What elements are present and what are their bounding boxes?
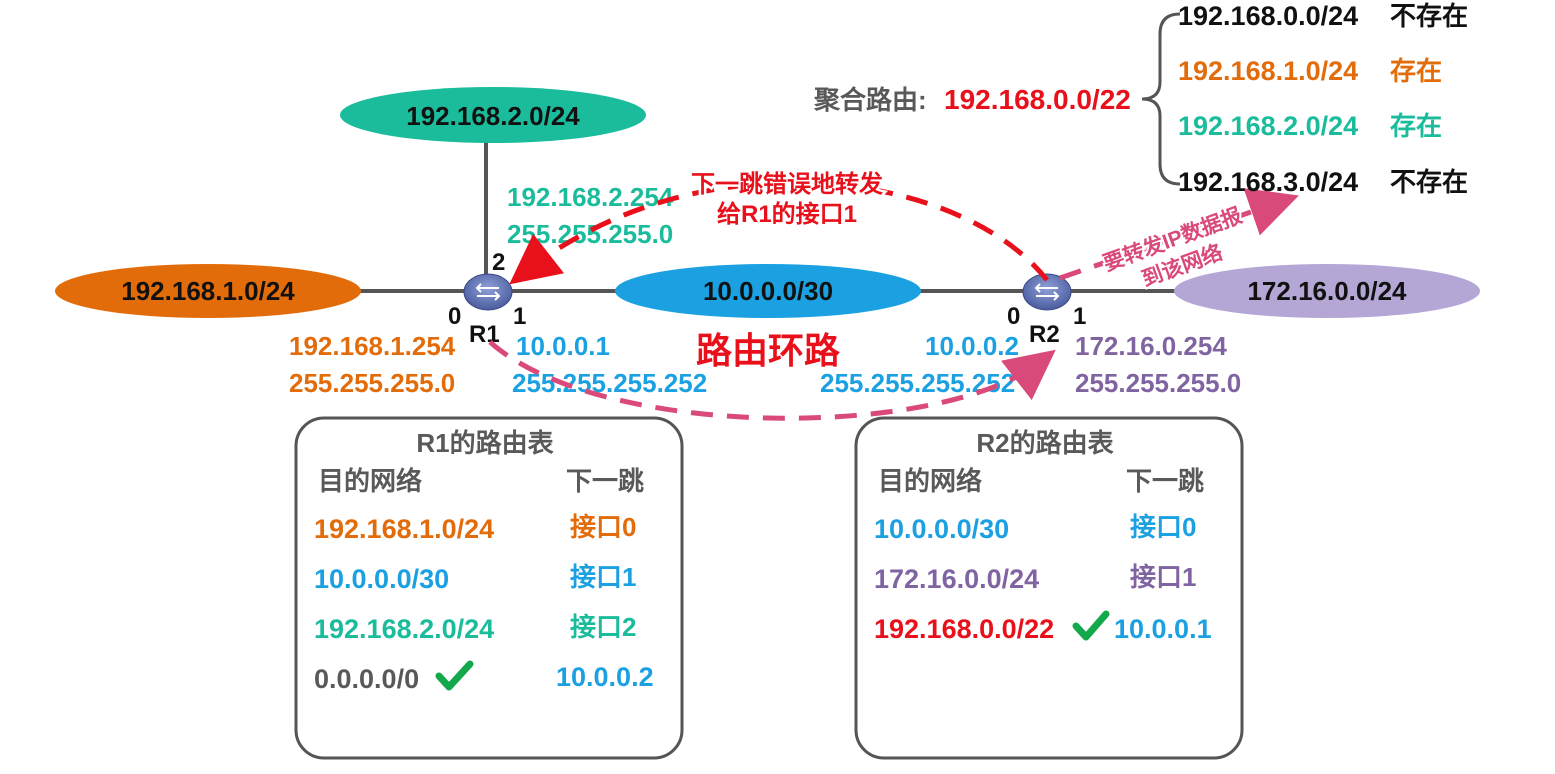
router-icon	[463, 273, 513, 311]
r2-port1: 1	[1073, 303, 1086, 330]
r2-if0-mask: 255.255.255.252	[820, 368, 1015, 398]
r1-if0-ip: 192.168.1.254	[289, 331, 456, 361]
network-192-168-1	[55, 264, 361, 318]
r1-row-0-dest: 192.168.1.0/24	[314, 514, 494, 544]
r1-if1-mask: 255.255.255.252	[512, 368, 707, 398]
r2-if0-ip: 10.0.0.2	[925, 331, 1019, 361]
forward-to-network-arrow	[1059, 188, 1299, 281]
r1-row-2-next: 接口2	[570, 612, 636, 642]
r2-row-1-dest: 172.16.0.0/24	[874, 564, 1039, 594]
r2-port0: 0	[1007, 303, 1020, 330]
agg-item-2-status: 存在	[1390, 111, 1442, 141]
r1-if1-ip: 10.0.0.1	[516, 331, 610, 361]
r2-routing-table: R2的路由表 目的网络 下一跳 10.0.0.0/30 接口0 172.16.0…	[854, 416, 1244, 760]
r2-if1-mask: 255.255.255.0	[1075, 368, 1241, 398]
r1-row-0-next: 接口0	[570, 512, 636, 542]
r1-table-title: R1的路由表	[416, 428, 554, 458]
router-icon	[1022, 273, 1072, 311]
wrong-forward-note-line1: 下一跳错误地转发	[691, 170, 883, 198]
r1-table-col-dest: 目的网络	[318, 466, 422, 496]
network-10-0-0-0	[615, 264, 921, 318]
agg-item-0-status: 不存在	[1390, 1, 1468, 31]
r2-row-1-next: 接口1	[1130, 562, 1196, 592]
checkmark-icon	[1072, 610, 1110, 641]
checkmark-icon	[435, 660, 474, 691]
r1-routing-table: R1的路由表 目的网络 下一跳 192.168.1.0/24 接口0 10.0.…	[294, 416, 684, 760]
r1-row-1-next: 接口1	[570, 562, 636, 592]
curly-brace-icon	[1141, 12, 1181, 186]
r2-if1-ip: 172.16.0.254	[1075, 331, 1227, 361]
r1-table-col-next: 下一跳	[566, 466, 644, 496]
aggregation-label: 聚合路由:	[813, 85, 927, 115]
routing-loop-arrow	[488, 340, 1056, 421]
network-192-168-1-label: 192.168.1.0/24	[121, 276, 295, 306]
r1-row-3-dest: 0.0.0.0/0	[314, 664, 419, 694]
r1-if0-mask: 255.255.255.0	[289, 368, 455, 398]
agg-item-1-status: 存在	[1390, 56, 1442, 86]
network-172-16-0-label: 172.16.0.0/24	[1247, 276, 1407, 306]
agg-item-3-net: 192.168.3.0/24	[1178, 167, 1358, 197]
agg-item-0-net: 192.168.0.0/24	[1178, 1, 1358, 31]
r2-table-title: R2的路由表	[976, 428, 1114, 458]
agg-item-3-status: 不存在	[1390, 167, 1468, 197]
r1-port0: 0	[448, 303, 461, 330]
network-192-168-2-label: 192.168.2.0/24	[406, 101, 580, 131]
network-172-16-0	[1174, 264, 1480, 318]
aggregation-route: 192.168.0.0/22	[944, 84, 1131, 115]
r2-row-2-next: 10.0.0.1	[1114, 614, 1212, 644]
wrong-forward-arrow	[509, 180, 1049, 285]
r2-row-0-dest: 10.0.0.0/30	[874, 514, 1009, 544]
r2-row-2-dest: 192.168.0.0/22	[874, 614, 1054, 644]
r1-row-2-dest: 192.168.2.0/24	[314, 614, 494, 644]
network-192-168-2	[340, 87, 646, 143]
r2-row-0-next: 接口0	[1130, 512, 1196, 542]
r1-row-3-next: 10.0.0.2	[556, 662, 654, 692]
r1-row-1-dest: 10.0.0.0/30	[314, 564, 449, 594]
r1-port1: 1	[513, 303, 526, 330]
routing-loop-label: 路由环路	[696, 330, 841, 371]
r1-if2-mask: 255.255.255.0	[507, 219, 673, 249]
r2-table-col-next: 下一跳	[1126, 466, 1204, 496]
r2-table-col-dest: 目的网络	[878, 466, 982, 496]
network-10-0-0-0-label: 10.0.0.0/30	[703, 276, 833, 306]
agg-item-2-net: 192.168.2.0/24	[1178, 111, 1358, 141]
wrong-forward-note-line2: 给R1的接口1	[717, 200, 857, 228]
r1-if2-ip: 192.168.2.254	[507, 182, 674, 212]
r2-name: R2	[1029, 321, 1060, 348]
r1-port2: 2	[492, 249, 505, 276]
agg-item-1-net: 192.168.1.0/24	[1178, 56, 1358, 86]
